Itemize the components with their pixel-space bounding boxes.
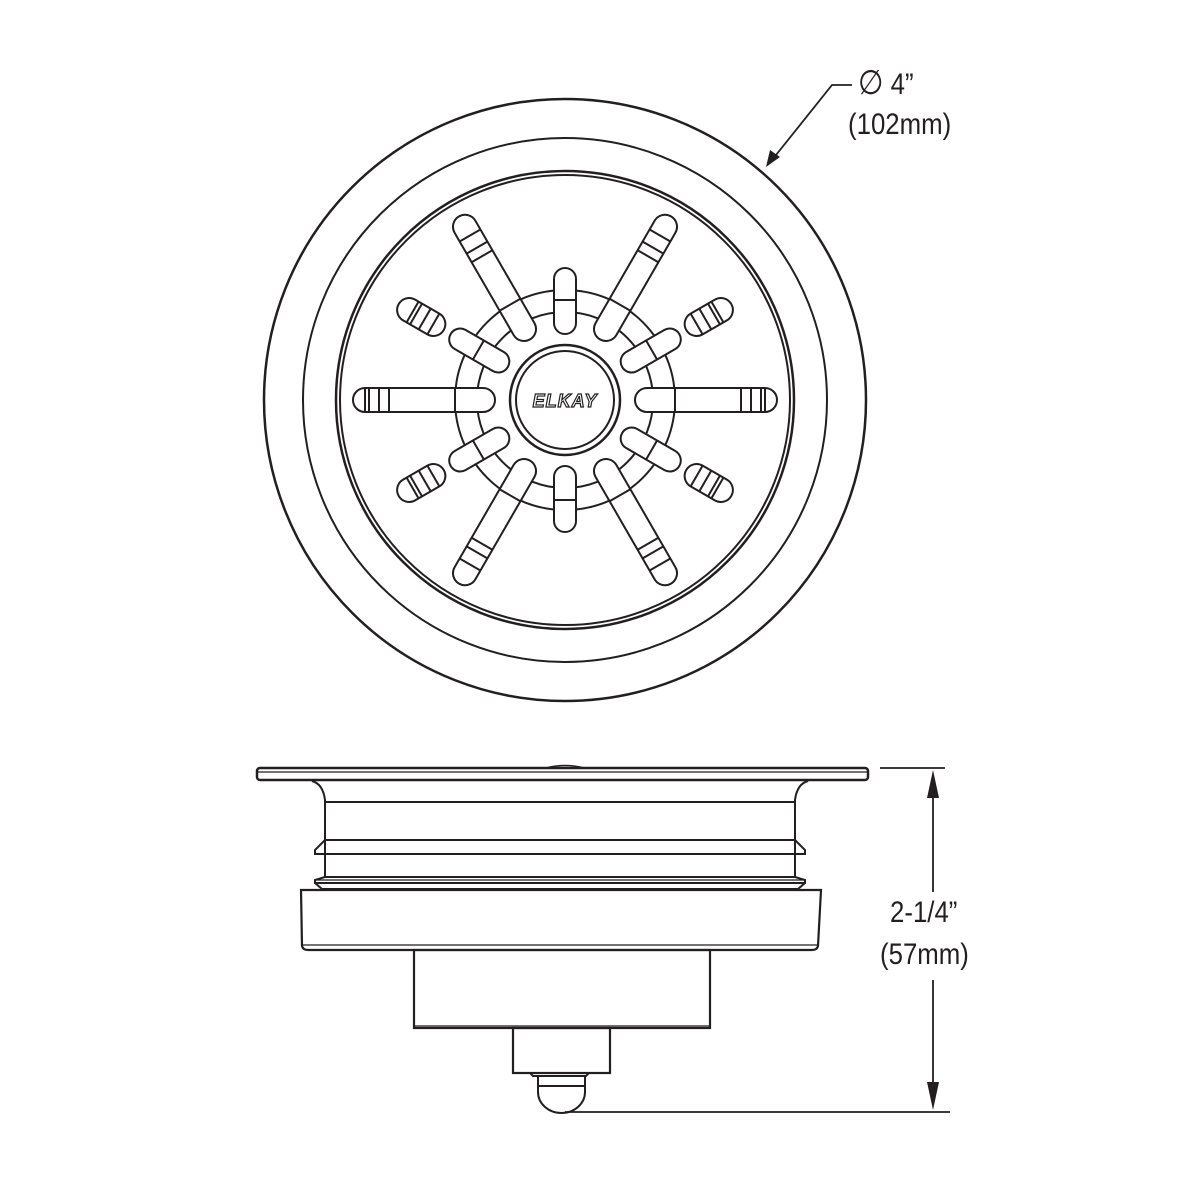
elkay-logo: ELKAY [533,391,599,411]
height-metric-label: (57mm) [880,938,969,971]
stem-tip [537,1086,586,1114]
flange [255,766,870,782]
diameter-label: ∅ 4” [858,66,914,102]
side-view [255,764,870,1114]
height-imperial-label: 2-1/4” [890,896,958,929]
flange-inner-ring [302,137,828,663]
diameter-leader [766,84,852,167]
diameter-imperial: 4” [890,68,914,101]
top-view: ELKAY [262,84,868,703]
lower-cylinder [412,948,712,1030]
basket-body [299,888,823,952]
basket-rim-inner [339,174,791,626]
basket-rim-outer [334,169,796,631]
body-neck [311,780,809,872]
drain-slots [352,213,778,587]
outer-flange-edge [262,97,868,703]
center-cap-inner [515,350,615,450]
stem-post [511,1026,612,1075]
diameter-metric-label: (102mm) [848,108,952,141]
diameter-symbol: ∅ [858,64,884,102]
height-dimension [565,767,950,1113]
